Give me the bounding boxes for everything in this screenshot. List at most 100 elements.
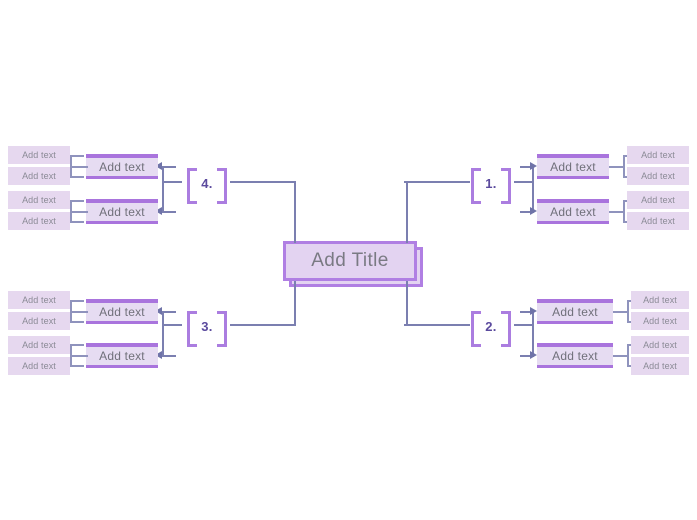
branch-2-arrow-top <box>530 307 537 315</box>
bracket-left-icon <box>187 311 197 347</box>
node-label: Add text <box>552 305 598 319</box>
branch-3-leaf-3-arm <box>70 344 84 346</box>
branch-3-node-2-stub <box>70 355 88 357</box>
branch-4-leaf-3[interactable]: Add text <box>8 191 70 209</box>
node-label: Add text <box>550 160 596 174</box>
node-label: Add text <box>552 349 598 363</box>
branch-3-leaf-2[interactable]: Add text <box>8 312 70 330</box>
branch-3-leaf-2-arm <box>70 321 84 323</box>
node-label: Add text <box>99 205 145 219</box>
branch-4-node-1-stub <box>70 166 88 168</box>
leaf-label: Add text <box>641 150 675 160</box>
branch-1-arrow-top <box>530 162 537 170</box>
branch-2-leaf-1[interactable]: Add text <box>631 291 689 309</box>
branch-label-4[interactable]: 4. <box>179 168 235 204</box>
branch-4-leaf-1[interactable]: Add text <box>8 146 70 164</box>
branch-2-arm-bottom <box>520 355 534 357</box>
branch-3-node-1-stub <box>70 311 88 313</box>
branch-4-leaf-1-arm <box>70 155 84 157</box>
leaf-label: Add text <box>641 195 675 205</box>
branch-2-node-1-stub <box>613 311 629 313</box>
leaf-label: Add text <box>641 171 675 181</box>
branch-3-node-1[interactable]: Add text <box>86 299 158 324</box>
branch-2-node-2-spine <box>627 344 629 367</box>
branch-1-node-1-spine <box>623 155 625 178</box>
branch-3-spine <box>162 311 164 357</box>
branch-4-leaf-2[interactable]: Add text <box>8 167 70 185</box>
node-label: Add text <box>99 160 145 174</box>
leaf-label: Add text <box>22 150 56 160</box>
branch-label-3-text: 3. <box>201 318 213 334</box>
branch-3-arrow-bottom <box>155 351 162 359</box>
branch-4-leaf-3-arm <box>70 200 84 202</box>
branch-4-node-1[interactable]: Add text <box>86 154 158 179</box>
branch-1-node-1[interactable]: Add text <box>537 154 609 179</box>
branch-3-node-2[interactable]: Add text <box>86 343 158 368</box>
trunk-down-right <box>406 281 408 325</box>
branch-label-2[interactable]: 2. <box>463 311 519 347</box>
leaf-label: Add text <box>22 195 56 205</box>
branch-2-node-1-spine <box>627 300 629 323</box>
branch-3-leaf-1-arm <box>70 300 84 302</box>
leaf-label: Add text <box>22 171 56 181</box>
branch-label-2-text: 2. <box>485 318 497 334</box>
bracket-right-icon <box>501 168 511 204</box>
trunk-up-left <box>294 181 296 243</box>
branch-1-arm-bottom <box>520 211 534 213</box>
branch-4-arm-bottom <box>162 211 176 213</box>
branch-2-leaf-4[interactable]: Add text <box>631 357 689 375</box>
branch-1-leaf-4[interactable]: Add text <box>627 212 689 230</box>
branch-label-1-text: 1. <box>485 175 497 191</box>
branch-4-node-1-spine <box>70 155 72 178</box>
bracket-left-icon <box>187 168 197 204</box>
branch-2-node-2-stub <box>613 355 629 357</box>
branch-3-arm-bottom <box>162 355 176 357</box>
branch-4-arm-top <box>162 166 176 168</box>
branch-2-arrow-bottom <box>530 351 537 359</box>
node-label: Add text <box>99 349 145 363</box>
run-to-branch-4 <box>230 181 296 183</box>
branch-1-node-2-spine <box>623 200 625 223</box>
branch-3-leaf-1[interactable]: Add text <box>8 291 70 309</box>
bracket-left-icon <box>471 311 481 347</box>
branch-4-leaf-4-arm <box>70 221 84 223</box>
node-label: Add text <box>99 305 145 319</box>
branch-3-arm-top <box>162 311 176 313</box>
bracket-left-icon <box>471 168 481 204</box>
branch-3-node-2-spine <box>70 344 72 367</box>
branch-4-arrow-top <box>155 162 162 170</box>
branch-3-leaf-4[interactable]: Add text <box>8 357 70 375</box>
branch-3-leaf-4-arm <box>70 365 84 367</box>
leaf-label: Add text <box>22 316 56 326</box>
branch-1-stub <box>514 181 534 183</box>
branch-2-leaf-3[interactable]: Add text <box>631 336 689 354</box>
branch-4-node-2[interactable]: Add text <box>86 199 158 224</box>
branch-label-3[interactable]: 3. <box>179 311 235 347</box>
branch-2-spine <box>532 311 534 357</box>
branch-2-node-1[interactable]: Add text <box>537 299 613 324</box>
branch-3-stub <box>162 324 182 326</box>
branch-3-node-1-spine <box>70 300 72 323</box>
leaf-label: Add text <box>22 295 56 305</box>
branch-label-4-text: 4. <box>201 175 213 191</box>
branch-label-1[interactable]: 1. <box>463 168 519 204</box>
branch-2-node-2[interactable]: Add text <box>537 343 613 368</box>
branch-3-leaf-3[interactable]: Add text <box>8 336 70 354</box>
center-node-box[interactable]: Add Title <box>283 241 417 281</box>
branch-2-arm-top <box>520 311 534 313</box>
leaf-label: Add text <box>643 316 677 326</box>
branch-4-stub <box>162 181 182 183</box>
branch-1-leaf-1[interactable]: Add text <box>627 146 689 164</box>
branch-4-node-2-stub <box>70 211 88 213</box>
branch-1-leaf-3[interactable]: Add text <box>627 191 689 209</box>
leaf-label: Add text <box>22 361 56 371</box>
branch-4-leaf-4[interactable]: Add text <box>8 212 70 230</box>
branch-1-spine <box>532 166 534 212</box>
branch-1-node-2[interactable]: Add text <box>537 199 609 224</box>
branch-1-arrow-bottom <box>530 207 537 215</box>
branch-1-leaf-2[interactable]: Add text <box>627 167 689 185</box>
branch-2-leaf-2[interactable]: Add text <box>631 312 689 330</box>
branch-1-arm-top <box>520 166 534 168</box>
bracket-right-icon <box>501 311 511 347</box>
